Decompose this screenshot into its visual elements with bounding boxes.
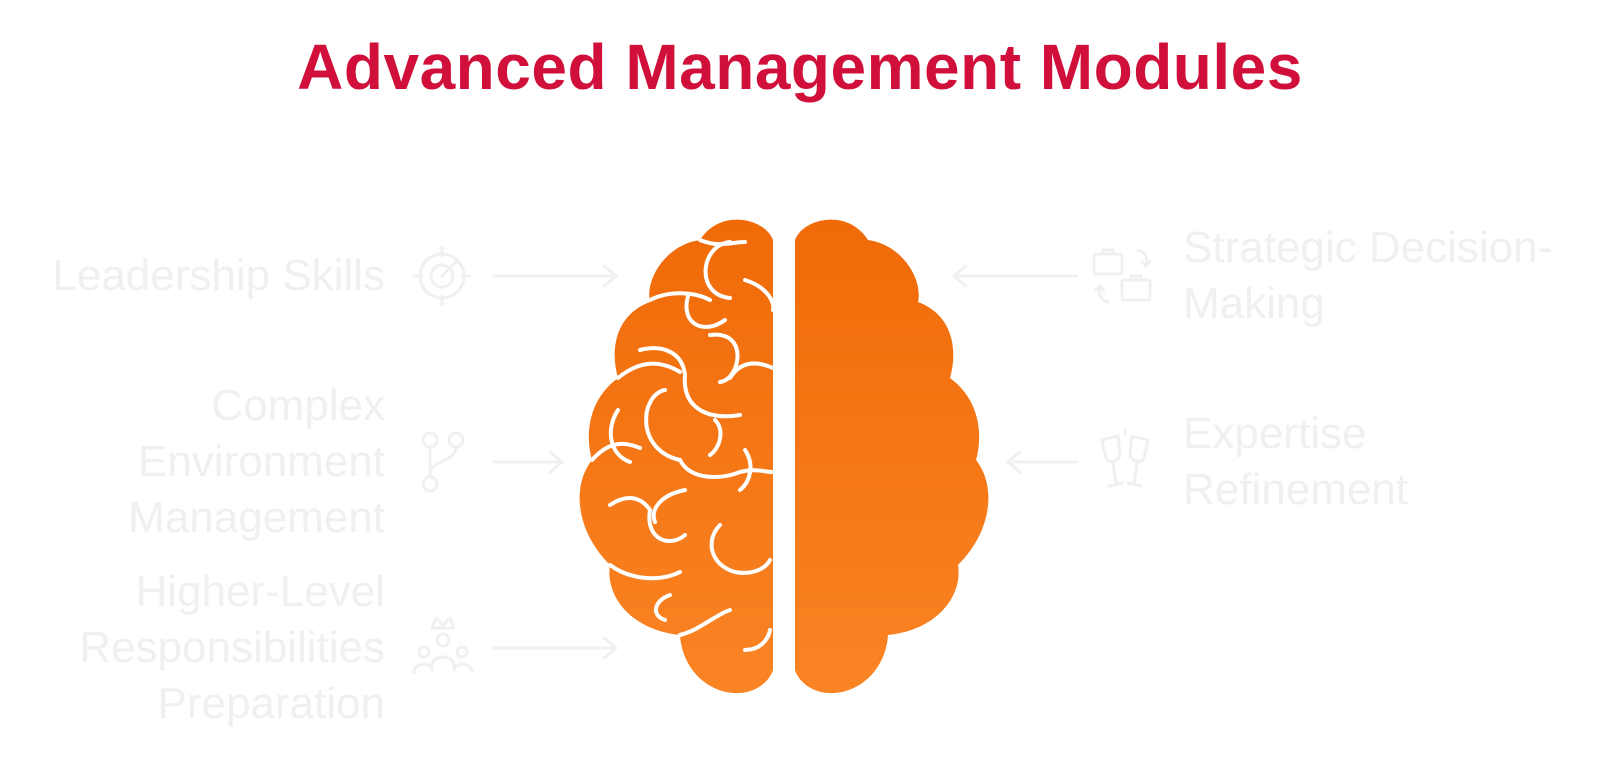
arrow-leadership — [492, 264, 622, 288]
brain-right-hemisphere — [795, 219, 989, 694]
toast-glasses-icon — [1094, 428, 1156, 494]
brain-left-hemisphere — [579, 219, 773, 694]
branch-icon — [412, 430, 472, 494]
team-crown-icon — [410, 614, 476, 678]
arrow-expertise — [1002, 450, 1078, 474]
arrow-higher-level — [492, 636, 622, 660]
target-icon — [412, 246, 472, 306]
label-expertise-refinement: Expertise Refinement — [1183, 409, 1409, 514]
brain-illustration — [570, 210, 1000, 700]
arrow-strategic — [948, 264, 1078, 288]
label-strategic-decision: Strategic Decision-Making — [1183, 223, 1553, 328]
label-leadership-skills: Leadership Skills — [52, 251, 385, 300]
page-title: Advanced Management Modules — [297, 31, 1303, 103]
briefcase-swap-icon — [1090, 244, 1156, 308]
label-complex-environment: Complex Environment Management — [128, 381, 385, 542]
label-higher-level: Higher-Level Responsibilities Preparatio… — [79, 567, 385, 728]
arrow-complex — [492, 450, 568, 474]
